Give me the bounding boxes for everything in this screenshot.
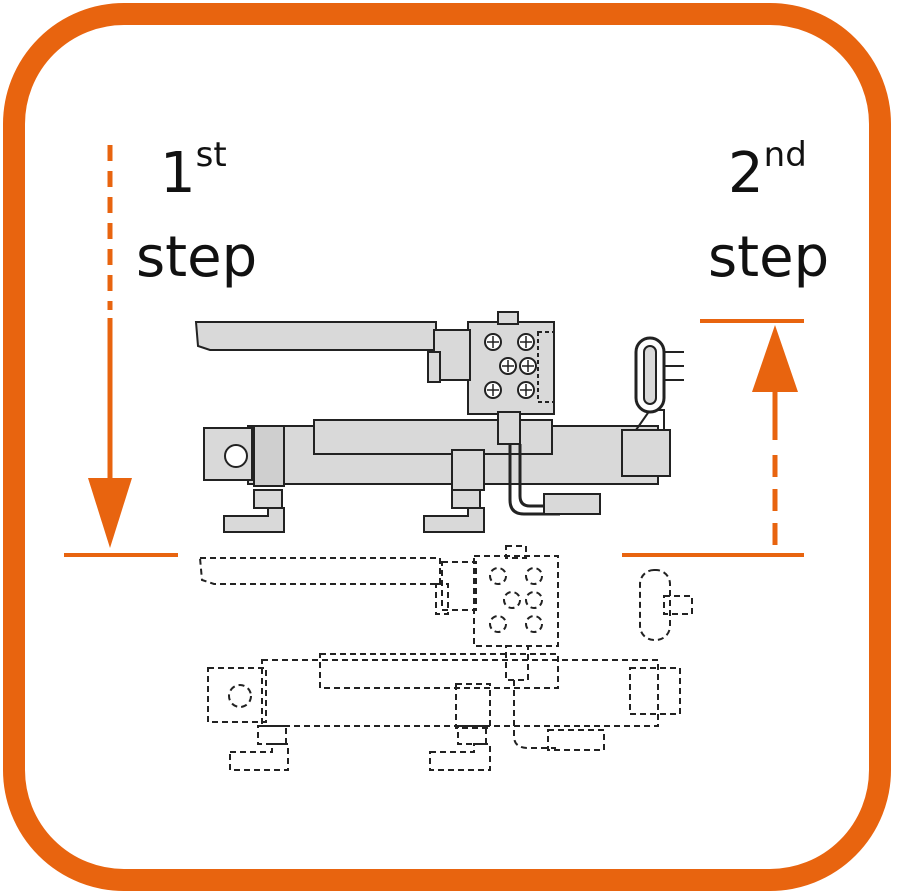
step1-number-value: 1 bbox=[160, 141, 196, 206]
step2-word: step bbox=[708, 225, 830, 290]
step2-suffix: nd bbox=[763, 135, 807, 175]
step2-number-value: 2 bbox=[728, 141, 764, 206]
assembly-raised bbox=[194, 311, 684, 533]
step1-number: 1st bbox=[160, 138, 227, 202]
step2-arrow bbox=[752, 325, 798, 552]
step1-word: step bbox=[136, 225, 258, 290]
assembly-lowered bbox=[198, 545, 693, 771]
step2-number: 2nd bbox=[728, 138, 807, 202]
step1-suffix: st bbox=[195, 135, 227, 175]
step1-arrow bbox=[88, 145, 132, 548]
